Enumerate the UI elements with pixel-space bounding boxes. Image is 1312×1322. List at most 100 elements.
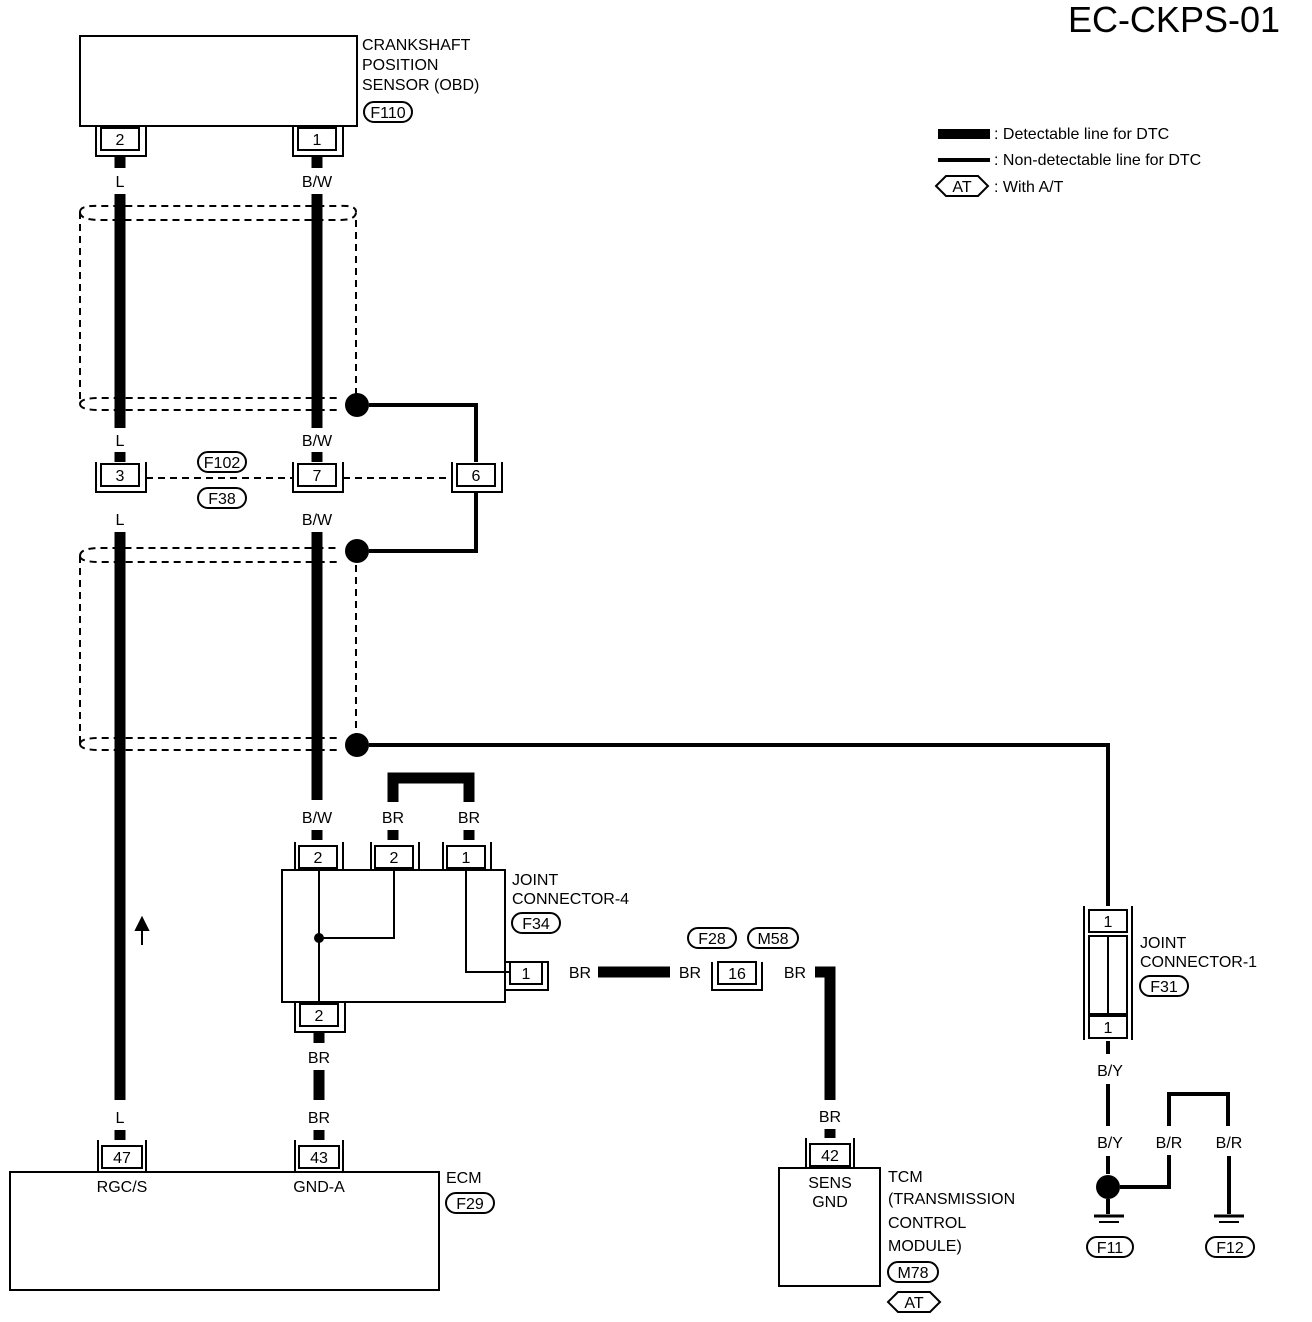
tcm-pin-label-1: SENS <box>808 1175 852 1192</box>
tcm-at-tag <box>886 1291 942 1313</box>
tcm-pin-42-text: 42 <box>821 1148 839 1165</box>
connector-tag-f34 <box>511 912 561 934</box>
connector-tag-m78-text: M78 <box>897 1265 928 1282</box>
crankshaft-sensor: CRANKSHAFT POSITION SENSOR (OBD) F110 2 … <box>79 35 479 157</box>
mid-connector: 3 7 6 F102 F38 <box>95 451 503 509</box>
joint-connector-4-label-2: CONNECTOR-4 <box>512 891 629 908</box>
j4-pin-top-2b-text: 2 <box>390 850 399 867</box>
ground-tag-f11 <box>1086 1236 1134 1258</box>
ground-tag-f12-text: F12 <box>1216 1240 1244 1257</box>
joint-connector-4-label-1: JOINT <box>512 872 558 889</box>
connector-tag-f38-text: F38 <box>208 491 236 508</box>
joint-connector-1-label-2: CONNECTOR-1 <box>1140 954 1257 971</box>
j4-pin-bottom-2-text: 2 <box>315 1008 324 1025</box>
mid-pin-3-text: 3 <box>116 468 125 485</box>
j1-pin-top-1-text: 1 <box>1104 914 1113 931</box>
shield-splice-middle <box>345 539 369 563</box>
connector-tag-f29-text: F29 <box>456 1196 484 1213</box>
tcm-label-3: CONTROL <box>888 1215 966 1232</box>
ground-splice <box>1096 1175 1120 1199</box>
connector-tag-f31 <box>1139 975 1189 997</box>
wire-bw-label-1: B/W <box>302 174 333 191</box>
mid-pin-7 <box>297 463 337 487</box>
ecm-pin-43-label: GND-A <box>293 1179 345 1196</box>
wire-br-label-tcm: BR <box>819 1109 841 1126</box>
crankshaft-sensor-body <box>79 35 358 127</box>
wire-br-to-tcm <box>815 966 836 1100</box>
diagram-title: EC-CKPS-01 <box>1068 0 1280 40</box>
wire-l-label-3: L <box>116 512 125 529</box>
legend: : Detectable line for DTC : Non-detectab… <box>934 126 1201 197</box>
ecm-pin-47 <box>101 1145 143 1169</box>
wire-by-label-2: B/Y <box>1097 1135 1123 1152</box>
tcm-label-2: (TRANSMISSION <box>888 1191 1015 1208</box>
wire-bw-label-3: B/W <box>302 512 333 529</box>
tcm-body <box>778 1167 881 1287</box>
shield-splice-upper <box>345 393 369 417</box>
mid-pin-3 <box>100 463 140 487</box>
wire-br-ground <box>1120 1155 1171 1189</box>
crankshaft-sensor-label-2: POSITION <box>362 57 438 74</box>
j4-pin-bottom-2 <box>299 1003 339 1027</box>
shield-upper <box>79 204 357 411</box>
ground-tag-f12 <box>1205 1236 1255 1258</box>
joint-connector-4: 2 2 1 1 2 JOINT CONNECTOR-4 F34 <box>281 842 629 1033</box>
connector-tag-f38 <box>197 487 247 509</box>
ecm-label: ECM <box>446 1170 482 1187</box>
inline-pin-16-text: 16 <box>728 966 746 983</box>
tcm-label-4: MODULE) <box>888 1238 962 1255</box>
legend-detectable-text: : Detectable line for DTC <box>994 126 1169 143</box>
tcm-pin-42 <box>809 1143 851 1167</box>
sensor-pin-1 <box>297 127 337 151</box>
ecm: 47 RGC/S 43 GND-A ECM F29 <box>9 1140 495 1291</box>
mid-pin-6-text: 6 <box>472 468 481 485</box>
joint-connector-1-label-1: JOINT <box>1140 935 1186 952</box>
joint-connector-1: 1 1 JOINT CONNECTOR-1 F31 <box>1083 906 1257 1040</box>
tcm: 42 SENS GND TCM (TRANSMISSION CONTROL MO… <box>778 1138 1015 1313</box>
j4-pin-right-1-text: 1 <box>522 966 531 983</box>
wire-br-jumper <box>387 772 475 802</box>
connector-tag-m78 <box>887 1261 939 1283</box>
legend-at-tag <box>934 175 990 197</box>
wire-bw-label-2: B/W <box>302 433 333 450</box>
j4-pin-top-1 <box>446 845 486 869</box>
connector-tag-f29 <box>445 1192 495 1214</box>
legend-at-tag-text: AT <box>952 179 971 196</box>
wire-l-label-2: L <box>116 433 125 450</box>
shield-splice-lower <box>345 733 369 757</box>
j1-pin-bottom-1 <box>1088 1015 1128 1039</box>
tcm-at-tag-text: AT <box>904 1295 923 1312</box>
crankshaft-sensor-label-3: SENSOR (OBD) <box>362 77 479 94</box>
ecm-pin-47-label: RGC/S <box>97 1179 148 1196</box>
ecm-body <box>9 1171 440 1291</box>
connector-tag-m58-text: M58 <box>757 931 788 948</box>
wire-l-label-4: L <box>116 1110 125 1127</box>
wire-bw-label-4: B/W <box>302 810 333 827</box>
j4-pin-top-2b <box>374 845 414 869</box>
shield-drain-lower <box>369 743 1110 906</box>
connector-tag-f28 <box>687 927 737 949</box>
j4-pin-right-1 <box>509 961 543 985</box>
connector-tag-f110 <box>363 101 413 123</box>
ecm-pin-43 <box>298 1145 340 1169</box>
mid-pin-7-text: 7 <box>313 468 322 485</box>
j1-pin-bottom-1-text: 1 <box>1104 1020 1113 1037</box>
wire-b-r-label-2: B/R <box>1216 1135 1243 1152</box>
shield-drain-middle <box>369 492 478 553</box>
connector-tag-f102 <box>197 451 247 473</box>
legend-non-detectable-text: : Non-detectable line for DTC <box>994 152 1201 169</box>
ecm-pin-43-text: 43 <box>310 1150 328 1167</box>
connector-tag-m58 <box>747 927 799 949</box>
inline-pin-16 <box>717 961 757 985</box>
wire-br-label-ecm1: BR <box>308 1050 330 1067</box>
wire-br-label-ecm2: BR <box>308 1110 330 1127</box>
ground-tag-f11-text: F11 <box>1097 1240 1123 1257</box>
j4-pin-top-2a <box>298 845 338 869</box>
connector-tag-f110-text: F110 <box>370 105 405 122</box>
j4-pin-top-1-text: 1 <box>462 850 471 867</box>
mid-pin-6 <box>456 463 496 487</box>
wire-br-label-h2: BR <box>679 965 701 982</box>
connector-tag-f102-text: F102 <box>204 455 241 472</box>
tcm-label-1: TCM <box>888 1169 923 1186</box>
